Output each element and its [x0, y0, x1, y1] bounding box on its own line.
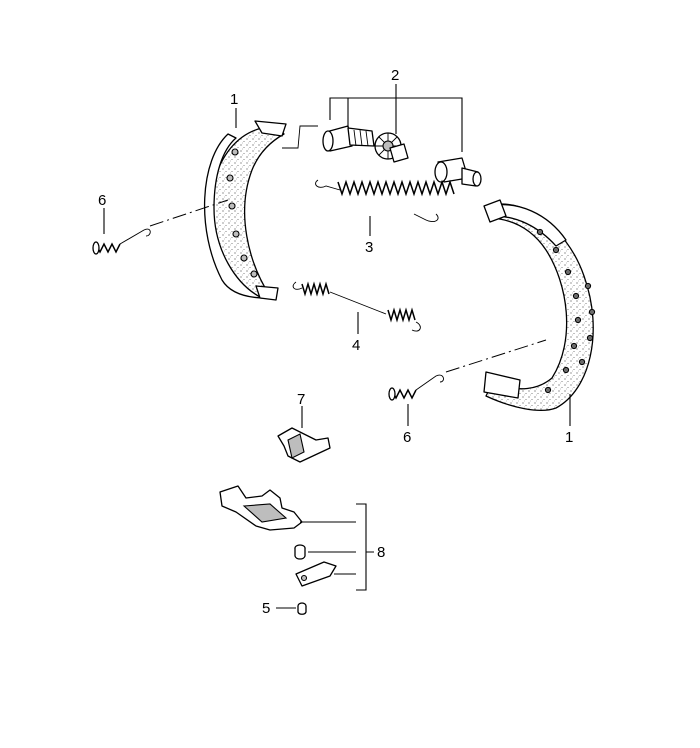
hold-down-spring-right — [388, 339, 547, 426]
callout-2: 2 — [391, 67, 399, 84]
callout-3: 3 — [365, 239, 373, 256]
callout-6-right: 6 — [403, 429, 411, 446]
callout-6-left: 6 — [98, 192, 106, 209]
small-lever — [295, 561, 356, 587]
adjuster-assembly — [322, 84, 482, 187]
callout-8: 8 — [377, 544, 385, 561]
callout-1-left: 1 — [230, 91, 238, 108]
upper-return-spring — [315, 179, 455, 236]
callout-5: 5 — [262, 600, 270, 617]
callout-7: 7 — [297, 391, 305, 408]
retaining-clip — [277, 406, 331, 463]
washer — [276, 602, 307, 615]
callout-1-right: 1 — [565, 429, 573, 446]
hold-down-spring-left — [92, 199, 229, 255]
group-8-bracket — [356, 503, 374, 591]
lower-return-spring — [292, 281, 421, 334]
right-brake-shoe — [483, 199, 596, 426]
parking-brake-lever — [219, 485, 356, 531]
left-brake-shoe — [203, 120, 318, 301]
callout-4: 4 — [352, 337, 360, 354]
pin — [294, 544, 356, 560]
